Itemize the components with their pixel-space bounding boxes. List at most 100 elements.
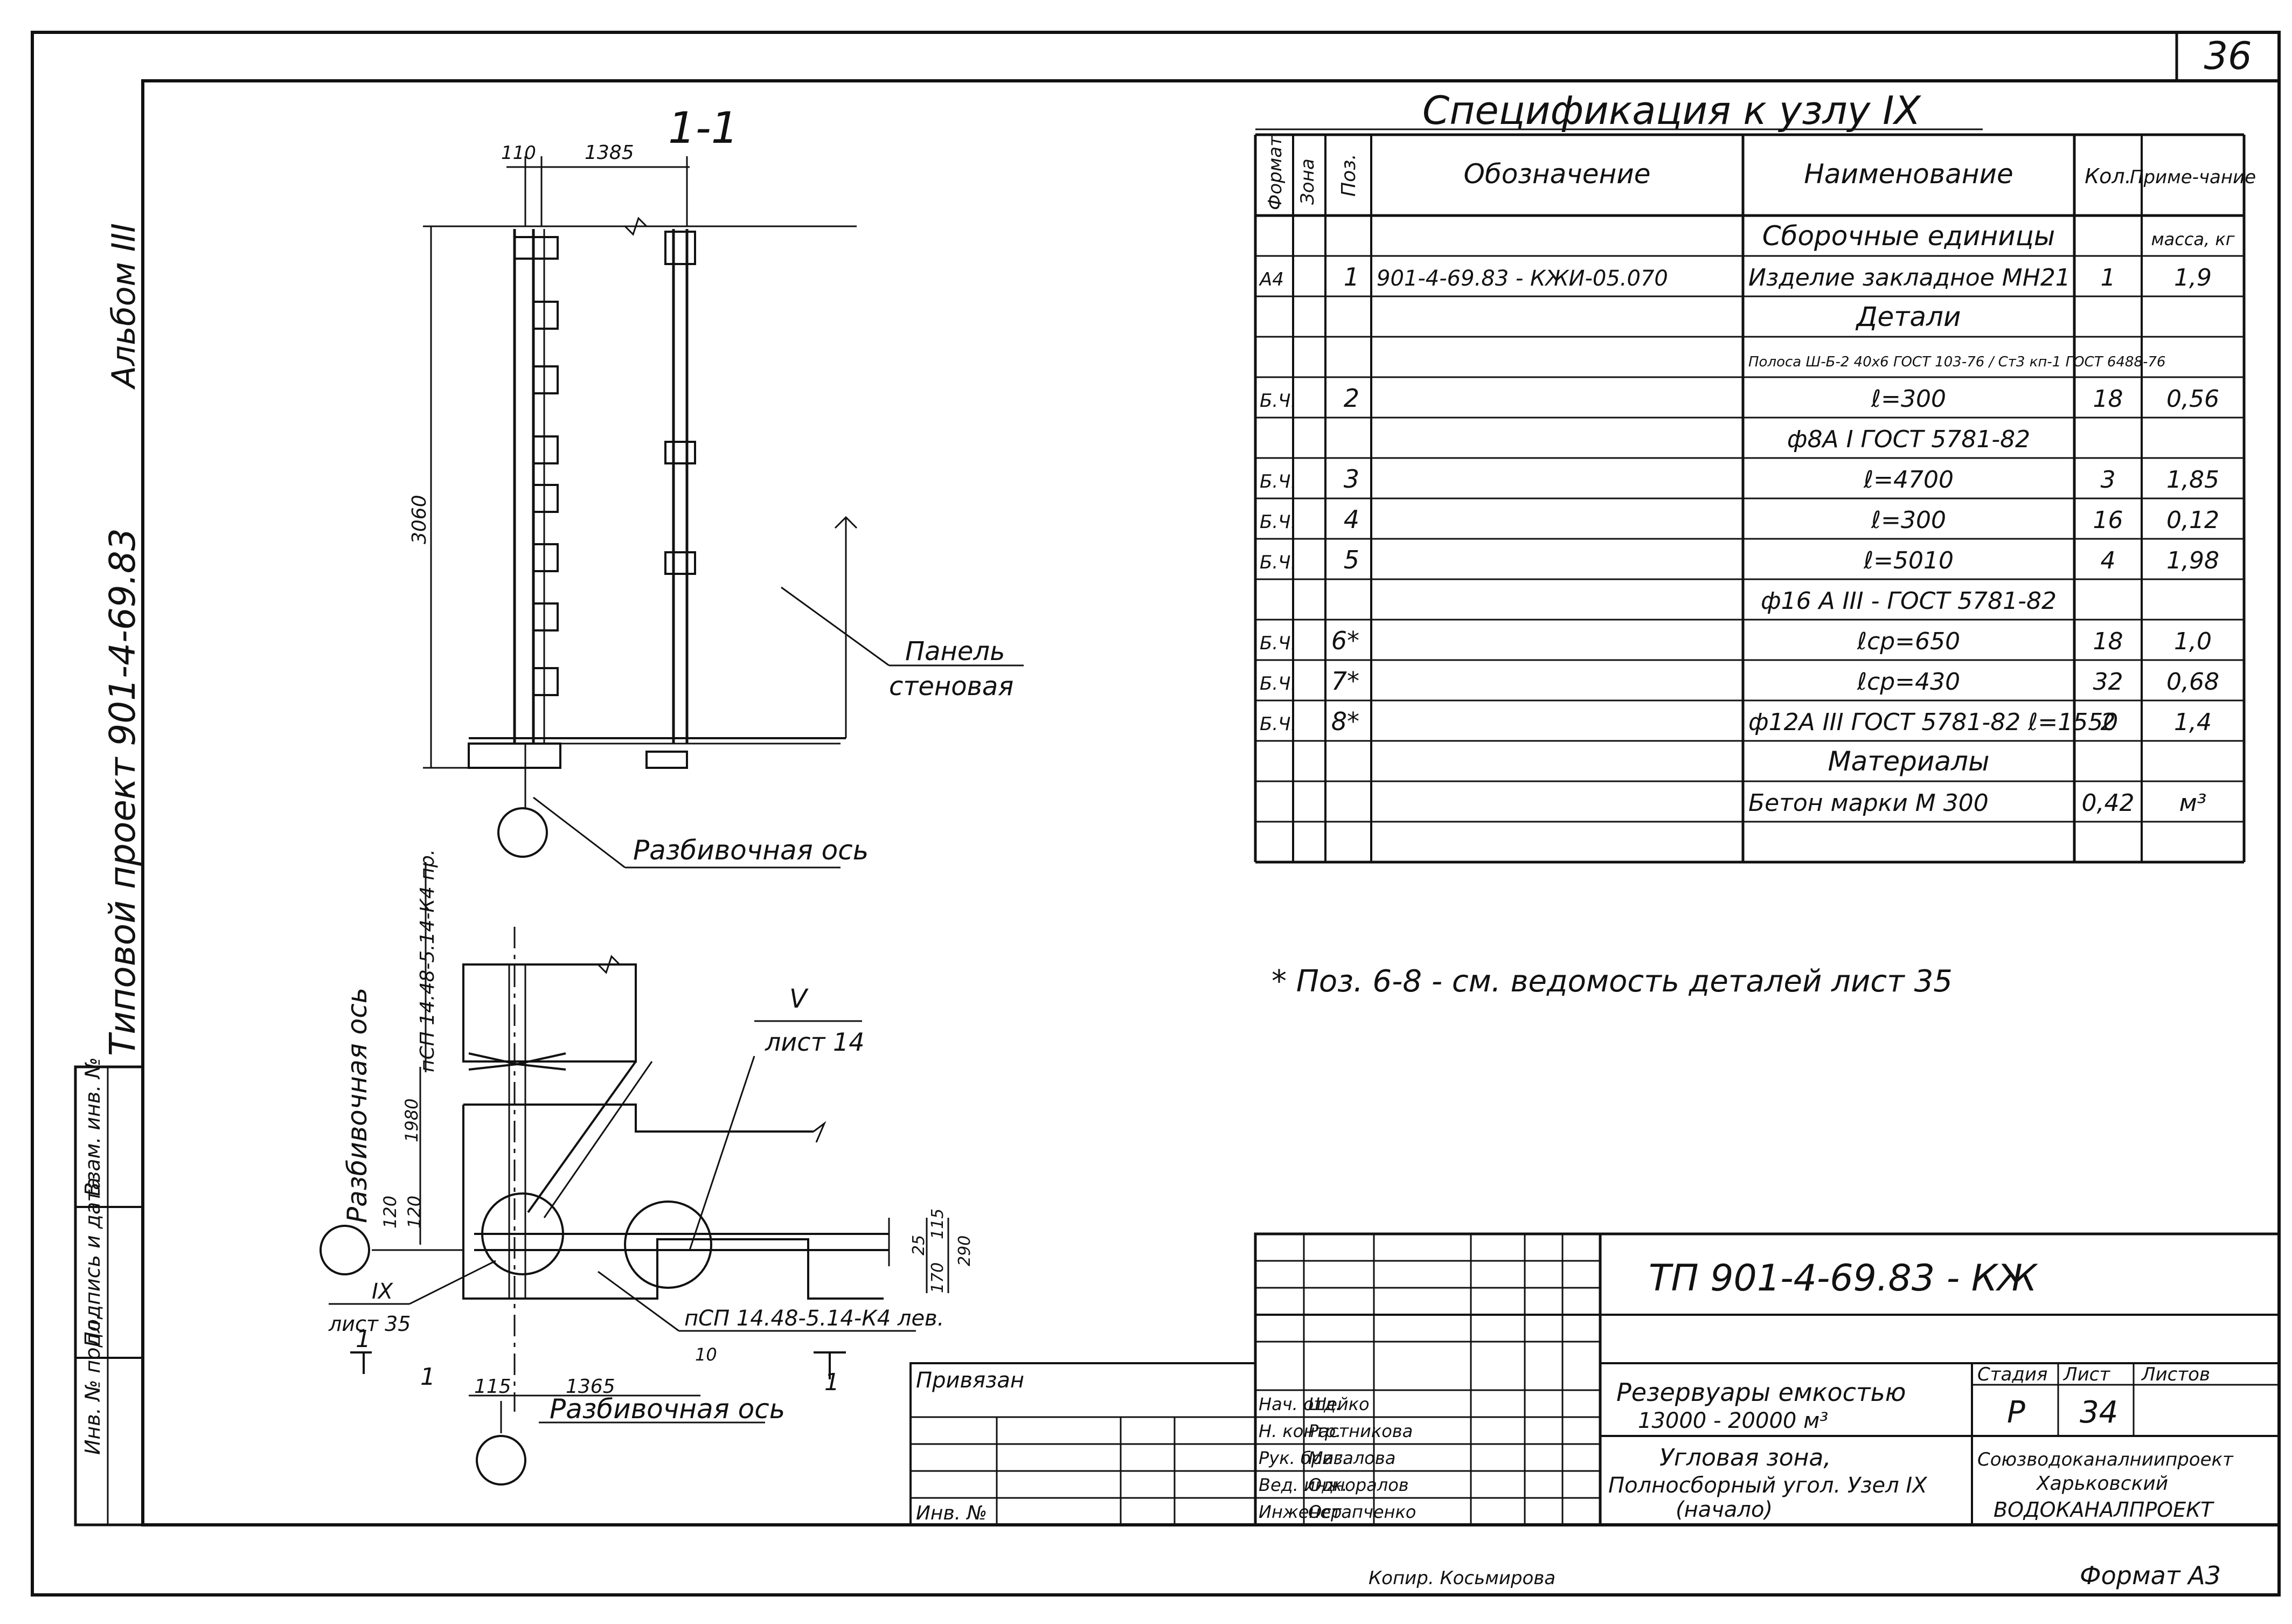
axis-bubble-plan-bottom [476,1435,526,1486]
section-mark-left-2: 1 [420,1363,435,1391]
spec-row-format: А4 [1259,269,1284,290]
stamp-stage: Р [2007,1395,2025,1430]
ref-ix-sheet: лист 35 [328,1312,411,1336]
stamp-object-2: 13000 - 20000 м³ [1638,1408,1828,1433]
spec-row-note: 0,12 [2166,506,2219,534]
spec-row-qty: 2 [2101,709,2116,736]
spec-row-note: 1,85 [2166,466,2219,494]
spec-header-format: Формат [1265,135,1286,210]
plan-dim-e: 115 [928,1209,947,1239]
spec-row-qty: 18 [2093,385,2123,413]
plan-dim-g: 290 [955,1236,974,1266]
plan-dim-f: 170 [928,1262,947,1293]
stamp-person-name: Шейко [1308,1394,1370,1414]
ref-v: V [789,984,809,1014]
stamp-inv: Инв. № [916,1502,987,1524]
spec-row-qty: 18 [2093,628,2123,655]
spec-row-format: Б.Ч. [1260,471,1296,492]
left-strip [74,1065,144,1526]
ref-ix: IX [372,1279,394,1304]
section-mark-right: 1 [824,1369,839,1396]
dim-top-small: 110 [501,142,536,164]
spec-row-name: Бетон марки М 300 [1748,789,1989,817]
stamp-drawing-1: Угловая зона, [1659,1444,1831,1472]
plan-axis-vertical: Разбивочная ось [342,988,373,1223]
spec-row-format: Б.Ч. [1260,511,1296,533]
spec-row-note: масса, кг [2151,229,2234,249]
section-1-1: 1-1 110 1385 3060 [408,103,1024,869]
spec-row-name: ℓср=430 [1857,668,1960,696]
spec-row-note: 1,4 [2174,709,2212,736]
stamp-person-role: Вед. инж. [1259,1475,1348,1495]
stamp-person-role: Инженер [1259,1502,1342,1522]
spec-row-note: 1,0 [2174,628,2212,655]
ref-v-sheet: лист 14 [765,1028,865,1057]
label-panel-1: Панель [905,636,1005,667]
plan-dim-j: 1365 [566,1376,615,1398]
spec-row-name: ℓ=5010 [1863,547,1954,574]
stamp-person-name: Растникова [1308,1421,1413,1441]
stamp-drawing-2: Полносборный угол. Узел IX [1608,1473,1928,1498]
plan-dim-c: 120 [404,1196,425,1229]
footer-format: Формат А3 [2080,1561,2221,1590]
strip-vzam-inv: Взам. инв. № [81,1057,105,1196]
spec-row-pos: 7* [1331,667,1359,696]
strip-inv-podl: Инв. № подл. [81,1314,105,1455]
spec-row-name: ℓср=650 [1857,628,1960,655]
plan-dim-h: 10 [695,1344,717,1365]
spec-row-pos: 6* [1331,626,1359,655]
stamp-sheets-label: Листов [2141,1364,2210,1385]
label-axis-section: Разбивочная ось [633,835,869,866]
plan-note-top: пСП 14.48-5.14-К4 пр. [416,849,439,1072]
spec-header-designation: Обозначение [1464,158,1651,190]
title-block: ТП 901-4-69.83 - КЖ Привязан Инв. № Нач.… [909,1232,2281,1526]
spec-row-format: Б.Ч. [1260,390,1296,412]
spec-header-name: Наименование [1804,158,2013,190]
footer-copied: Копир. Косьмирова [1369,1567,1555,1589]
axis-bubble-plan-left [320,1225,370,1275]
strip-signature-date: Подпись и дата [81,1177,105,1347]
spec-header-qty: Кол. [2085,164,2131,188]
dim-top: 1385 [585,142,634,164]
plan-dim-b: 120 [380,1196,400,1229]
spec-row-name: Детали [1855,301,1961,332]
spec-row-note: 1,98 [2166,547,2219,574]
spec-row-name: Изделие закладное МН21 [1748,264,2071,292]
stamp-person-role: Нач. отд. [1259,1394,1341,1414]
spec-footnote: * Поз. 6-8 - см. ведомость деталей лист … [1272,964,1953,999]
stamp-person-name: Остапченко [1308,1502,1416,1522]
spec-row-name: ℓ=4700 [1863,466,1954,494]
stamp-stage-label: Стадия [1977,1364,2047,1385]
stamp-person-name: Одноралов [1308,1475,1409,1495]
spec-row-name: ℓ=300 [1871,385,1946,413]
spec-row-format: Б.Ч. [1260,713,1296,735]
plan-dim-i: 115 [474,1376,511,1398]
section-mark-left: 1 [356,1325,371,1353]
spec-row-pos: 3 [1344,464,1359,494]
spec-row-note: 1,9 [2174,264,2212,292]
stamp-person-role: Рук. бриг. [1259,1448,1348,1468]
spec-row-name: ф8А I ГОСТ 5781-82 [1787,426,2030,453]
spec-row-pos: 4 [1344,505,1359,534]
spec-row-name: Материалы [1828,746,1990,777]
spec-title: Спецификация к узлу IX [1422,88,1921,133]
label-panel-2: стеновая [889,671,1013,702]
stamp-person-name: Мазалова [1308,1448,1395,1468]
spec-row-qty: 4 [2101,547,2116,574]
spec-row-pos: 2 [1344,384,1359,413]
spec-row-note: 0,56 [2166,385,2219,413]
stamp-object-1: Резервуары емкостью [1616,1378,1906,1407]
spec-row-qty: 16 [2093,506,2123,534]
stamp-drawing-3: (начало) [1676,1497,1773,1522]
spec-row-qty: 32 [2093,668,2123,696]
stamp-privyazan: Привязан [916,1368,1024,1393]
spec-header-zone: Зона [1297,158,1318,205]
stamp-sheet: 34 [2080,1395,2118,1430]
sheet-corner-number: 36 [2204,34,2252,78]
section-title: 1-1 [668,103,739,153]
spec-row-qty: 0,42 [2082,789,2135,817]
spec-row-pos: 5 [1344,545,1359,574]
plan-detail: 1980 120 120 25 115 170 290 Разбивочная … [320,849,974,1486]
stamp-org-2: Харьковский [2036,1473,2168,1495]
